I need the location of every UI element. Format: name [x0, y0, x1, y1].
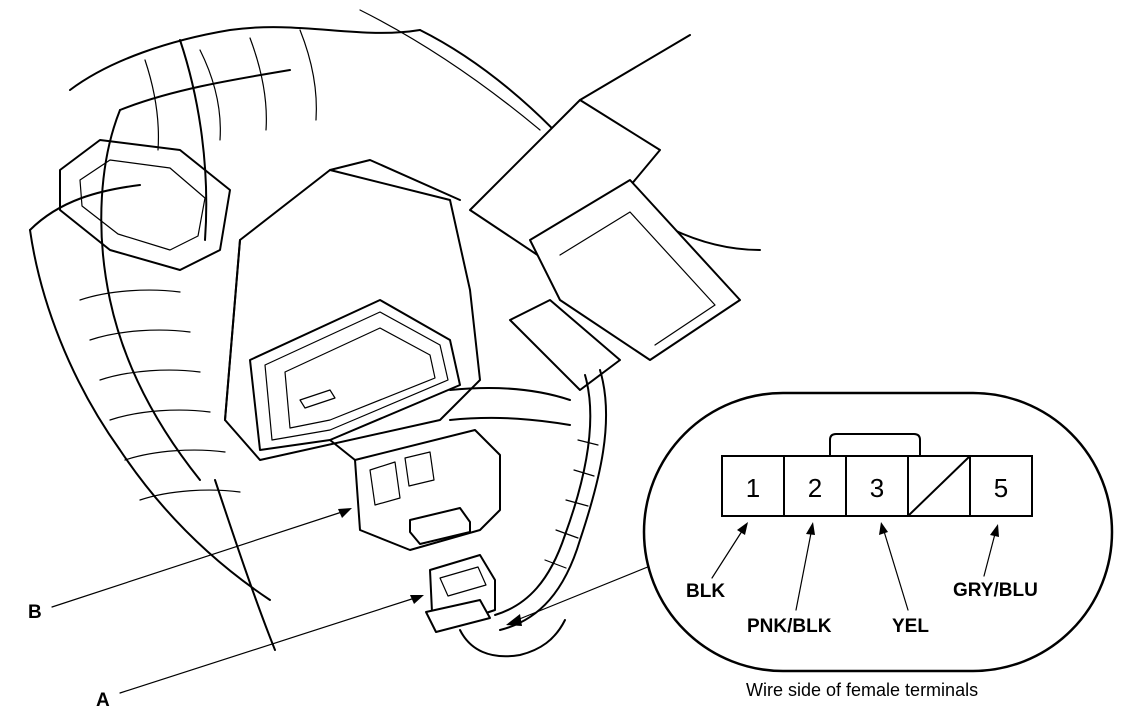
cavity-number-2: 2 — [808, 473, 822, 503]
connector-a-plug — [425, 554, 566, 658]
wiring-harness-illustration — [29, 9, 761, 651]
cavity-number-1: 1 — [746, 473, 760, 503]
terminal-view-panel: 1 2 3 5 BLK PNK/BLK YEL GRY/BLU — [642, 391, 1114, 673]
callout-label-a: A — [96, 690, 110, 711]
locking-tab — [829, 433, 921, 457]
wire-label-1: BLK — [686, 581, 725, 602]
control-unit-illustration — [224, 159, 571, 551]
terminal-view-caption: Wire side of female terminals — [746, 680, 978, 700]
side-connector-illustration — [469, 99, 741, 631]
wire-label-3: YEL — [892, 616, 929, 637]
cavity-number-3: 3 — [870, 473, 884, 503]
wire-label-2: PNK/BLK — [747, 616, 832, 637]
connector-face — [721, 455, 1033, 517]
cavity-number-5: 5 — [994, 473, 1008, 503]
callout-label-b: B — [28, 602, 42, 623]
wire-label-5: GRY/BLU — [953, 580, 1038, 601]
callout-lines — [51, 508, 661, 694]
unused-cavity-slash — [907, 455, 971, 517]
